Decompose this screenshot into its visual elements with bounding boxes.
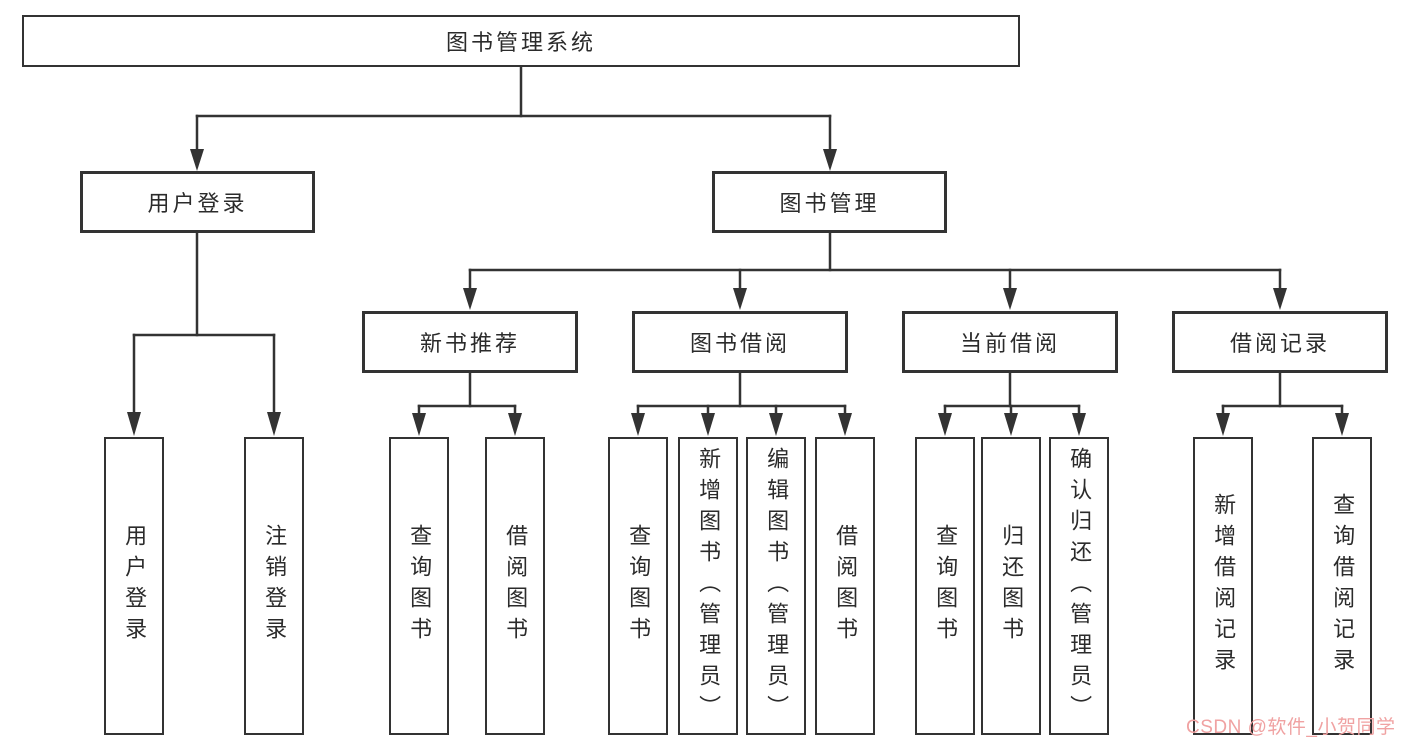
node-label: 新书推荐 — [419, 331, 520, 356]
node-label: 查询借阅记录 — [1330, 493, 1356, 679]
leaf-query-borrow-record: 查询借阅记录 — [1312, 437, 1372, 735]
node-label: 查询图书 — [407, 524, 433, 648]
connector-root-to-level2 — [190, 65, 837, 171]
node-label: 用户登录 — [147, 191, 248, 216]
leaf-logout: 注销登录 — [244, 437, 304, 735]
node-label: 注销登录 — [262, 524, 288, 648]
leaf-confirm-return-admin: 确认归还（管理员） — [1049, 437, 1109, 735]
node-label: 用户登录 — [122, 524, 148, 648]
node-label: 借阅记录 — [1229, 331, 1330, 356]
node-system-root: 图书管理系统 — [22, 15, 1020, 67]
node-user-login: 用户登录 — [80, 171, 315, 233]
node-label: 查询图书 — [626, 524, 652, 648]
node-label: 新增图书（管理员） — [696, 446, 722, 726]
connector-book-management-to-level3 — [463, 231, 1287, 310]
node-borrow-records: 借阅记录 — [1172, 311, 1388, 373]
node-label: 新增借阅记录 — [1211, 493, 1237, 679]
leaf-add-borrow-record: 新增借阅记录 — [1193, 437, 1253, 735]
leaf-return-books: 归还图书 — [981, 437, 1041, 735]
node-label: 图书管理 — [779, 191, 880, 216]
node-new-book-recommend: 新书推荐 — [362, 311, 578, 373]
leaf-query-books-recommend: 查询图书 — [389, 437, 449, 735]
connector-borrow-records-to-leaves — [1216, 371, 1349, 436]
leaf-edit-books-admin: 编辑图书（管理员） — [746, 437, 806, 735]
connector-new-book-to-leaves — [412, 371, 522, 436]
connector-book-borrow-to-leaves — [631, 371, 852, 436]
node-label: 查询图书 — [933, 524, 959, 648]
node-label: 借阅图书 — [503, 524, 529, 648]
node-label: 图书管理系统 — [445, 30, 596, 55]
connector-user-login-to-leaves — [127, 231, 281, 436]
node-label: 归还图书 — [999, 524, 1025, 648]
leaf-add-books-admin: 新增图书（管理员） — [678, 437, 738, 735]
node-label: 借阅图书 — [833, 524, 859, 648]
connector-current-borrow-to-leaves — [938, 371, 1086, 436]
node-book-borrow: 图书借阅 — [632, 311, 848, 373]
node-label: 编辑图书（管理员） — [764, 446, 790, 726]
node-book-management: 图书管理 — [712, 171, 947, 233]
leaf-query-books-borrow: 查询图书 — [608, 437, 668, 735]
leaf-query-books-current: 查询图书 — [915, 437, 975, 735]
csdn-watermark: CSDN @软件_小贺同学 — [1186, 717, 1396, 738]
leaf-user-login: 用户登录 — [104, 437, 164, 735]
leaf-borrow-books: 借阅图书 — [815, 437, 875, 735]
node-label: 确认归还（管理员） — [1067, 446, 1093, 726]
node-label: 当前借阅 — [959, 331, 1060, 356]
leaf-borrow-books-recommend: 借阅图书 — [485, 437, 545, 735]
node-current-borrow: 当前借阅 — [902, 311, 1118, 373]
node-label: 图书借阅 — [689, 331, 790, 356]
